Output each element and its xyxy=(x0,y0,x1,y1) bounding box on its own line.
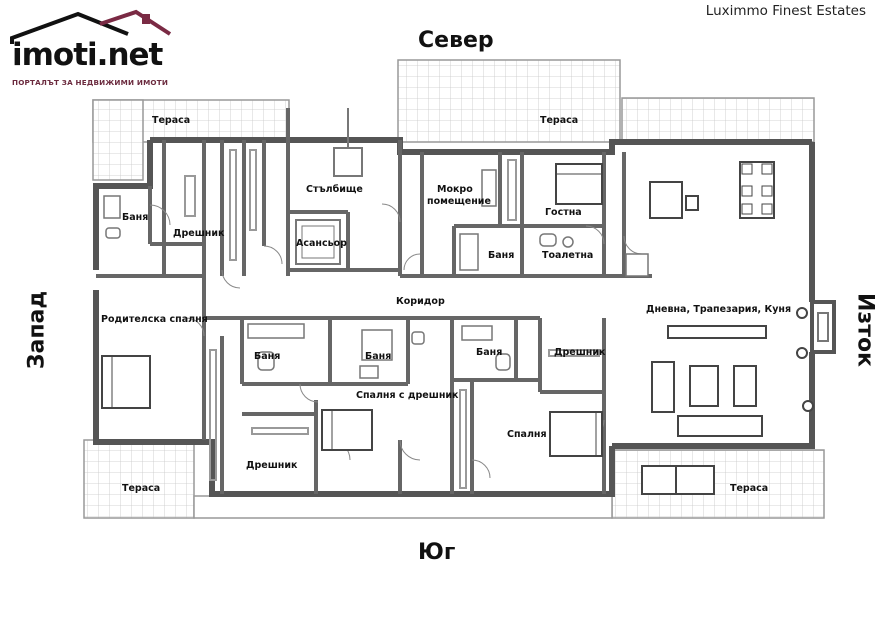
label-guest: Гостна xyxy=(545,207,582,218)
label-toilet: Тоалетна xyxy=(542,250,593,261)
direction-north: Север xyxy=(418,28,494,53)
label-terrace-nw: Тераса xyxy=(152,115,190,126)
label-wet-room-1: Мокро xyxy=(437,184,473,195)
label-bath-w: Баня xyxy=(122,212,148,223)
label-terrace-n: Тераса xyxy=(540,115,578,126)
stairs-elevator xyxy=(295,108,363,265)
label-bedroom: Спалня xyxy=(507,429,547,440)
label-terrace-sw: Тераса xyxy=(122,483,160,494)
label-wet-room-2: помещение xyxy=(427,196,491,207)
label-corridor: Коридор xyxy=(396,296,445,307)
label-bath-n: Баня xyxy=(488,250,514,261)
label-closet-e: Дрешник xyxy=(554,347,606,358)
logo-tagline: ПОРТАЛЪТ ЗА НЕДВИЖИМИ ИМОТИ xyxy=(12,78,169,87)
label-stairs: Стълбище xyxy=(306,184,363,195)
label-living: Дневна, Трапезария, Куня xyxy=(646,304,791,315)
logo-wordmark: imoti.net xyxy=(12,37,163,73)
room-labels: Тераса Тераса Тераса Тераса Баня Дрешник… xyxy=(101,115,791,494)
direction-south: Юг xyxy=(418,540,456,565)
beds xyxy=(101,163,603,457)
label-closet-nw: Дрешник xyxy=(173,228,225,239)
label-bedroom-closet: Спалня с дрешник xyxy=(356,390,459,401)
label-master-bedroom: Родителска спалня xyxy=(101,314,208,325)
agency-name: Luximmo Finest Estates xyxy=(705,3,866,19)
exterior-walls xyxy=(93,137,815,497)
label-terrace-se: Тераса xyxy=(730,483,768,494)
label-bath-c1: Баня xyxy=(254,351,280,362)
label-elevator: Асансьор xyxy=(296,238,347,249)
imoti-logo[interactable]: imoti.net ПОРТАЛЪТ ЗА НЕДВИЖИМИ ИМОТИ xyxy=(8,8,178,88)
label-closet-s: Дрешник xyxy=(246,460,298,471)
closet-shelves xyxy=(184,149,600,489)
house-roof-icon xyxy=(10,9,172,44)
interior-walls xyxy=(96,108,652,494)
living-furniture xyxy=(641,161,814,495)
bathroom-fixtures xyxy=(103,169,649,379)
label-bath-c3: Баня xyxy=(476,347,502,358)
terraces xyxy=(83,59,825,519)
label-bath-c2: Баня xyxy=(365,351,391,362)
